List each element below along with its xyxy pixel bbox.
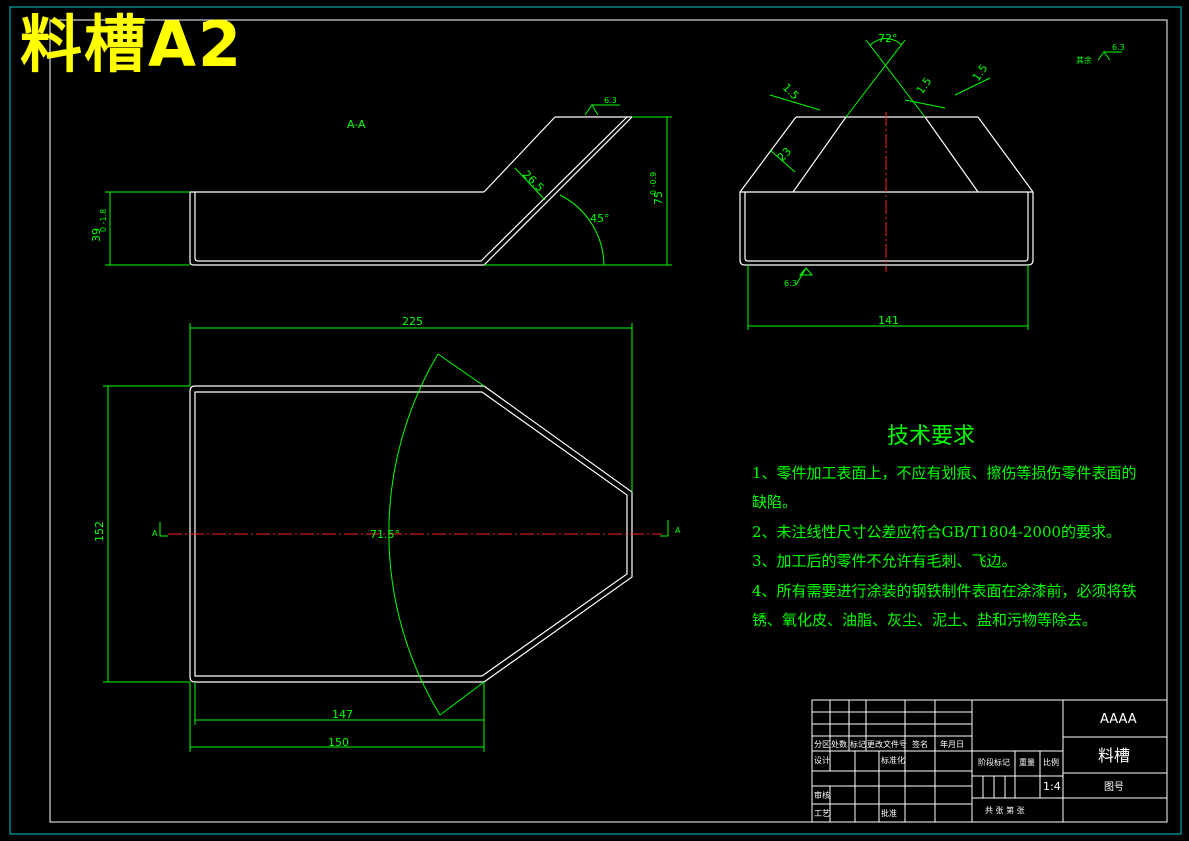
title-block xyxy=(811,699,1168,823)
dim-147: 147 xyxy=(332,708,353,721)
roughness-bottom: 6.3 xyxy=(784,279,797,288)
outer-frame xyxy=(9,6,1182,835)
tech-line-3: 2、未注线性尺寸公差应符合GB/T1804-2000的要求。 xyxy=(752,523,1122,541)
dim-total-height-75-tol: 0 -0.9 xyxy=(649,172,658,195)
label-review: 审核 xyxy=(814,790,830,800)
front-view-dimensions xyxy=(105,104,672,266)
dim-width-152: 152 xyxy=(93,521,106,542)
inner-frame xyxy=(49,19,1168,823)
top-view-dimensions xyxy=(103,323,669,752)
tech-line-6: 锈、氧化皮、油脂、灰尘、泥土、盐和污物等除去。 xyxy=(752,611,1098,629)
tech-line-2: 缺陷。 xyxy=(752,493,798,511)
dim-height-39-tol: 0 -1.8 xyxy=(99,209,108,232)
drawing-no-label: 图号 xyxy=(1104,781,1124,793)
tech-line-4: 3、加工后的零件不允许有毛刺、飞边。 xyxy=(752,552,1017,570)
col-zone: 分区 xyxy=(814,740,830,749)
part-name: 料槽 xyxy=(1098,746,1130,765)
roughness-corner-label: 其余 xyxy=(1076,55,1092,65)
label-process: 工艺 xyxy=(814,809,830,818)
label-approve: 批准 xyxy=(881,808,897,818)
front-view xyxy=(189,116,633,266)
section-mark-right: A xyxy=(675,526,681,535)
dim-slope-26-5: 26.5 xyxy=(520,168,547,195)
label-standardize: 标准化 xyxy=(881,755,905,765)
drawing-title: 料槽A2 xyxy=(20,8,244,81)
dim-inner-23: 23 xyxy=(775,145,794,164)
tech-line-1: 1、零件加工表面上，不应有划痕、擦伤等损伤零件表面的 xyxy=(752,464,1137,482)
dim-width-141: 141 xyxy=(878,314,899,327)
dim-150: 150 xyxy=(328,736,349,749)
dim-thick-right: 1.5 xyxy=(970,62,991,84)
dim-angle-72: 72° xyxy=(878,32,898,45)
roughness-front: 6.3 xyxy=(604,96,617,105)
dim-thick-mid: 1.5 xyxy=(914,75,935,97)
dim-angle-45: 45° xyxy=(590,212,610,225)
roughness-corner: 6.3 xyxy=(1112,43,1125,52)
col-date: 年月日 xyxy=(940,739,964,749)
side-view-dimensions xyxy=(747,38,1122,330)
section-mark-aa: A-A xyxy=(347,118,366,131)
dim-length-225: 225 xyxy=(402,315,423,328)
col-change-doc: 更改文件号 xyxy=(867,739,907,749)
section-mark-left: A xyxy=(152,529,158,538)
sheet-count: 共 张 第 张 xyxy=(985,805,1025,815)
label-scale: 比例 xyxy=(1043,757,1059,767)
col-mark: 标记 xyxy=(850,739,866,749)
dim-total-height-75: 75 xyxy=(652,191,665,205)
scale-value: 1:4 xyxy=(1043,780,1061,793)
tech-requirements-heading: 技术要求 xyxy=(887,424,976,449)
label-weight: 重量 xyxy=(1019,757,1035,767)
front-view-texts: A-A 39 0 -1.8 26.5 45° 75 0 -0.9 6.3 xyxy=(90,96,665,242)
tech-line-5: 4、所有需要进行涂装的钢铁制件表面在涂漆前，必须将铁 xyxy=(752,582,1137,600)
col-count: 处数 xyxy=(831,739,847,749)
dim-angle-71-5: 71.5° xyxy=(370,528,400,541)
title-block-texts: 分区 处数 标记 更改文件号 签名 年月日 设计 标准化 审核 工艺 批准 阶段… xyxy=(814,712,1137,818)
label-design: 设计 xyxy=(814,755,830,765)
dim-height-39: 39 xyxy=(90,228,103,242)
col-signature: 签名 xyxy=(912,739,928,749)
top-view-texts: 225 152 71.5° 147 150 A A xyxy=(93,315,681,749)
label-stage: 阶段标记 xyxy=(978,757,1010,767)
top-view xyxy=(189,385,633,683)
company-name: AAAA xyxy=(1100,712,1137,727)
side-view-texts: 72° 1.5 1.5 1.5 23 141 6.3 其余 6.3 xyxy=(775,32,1125,327)
